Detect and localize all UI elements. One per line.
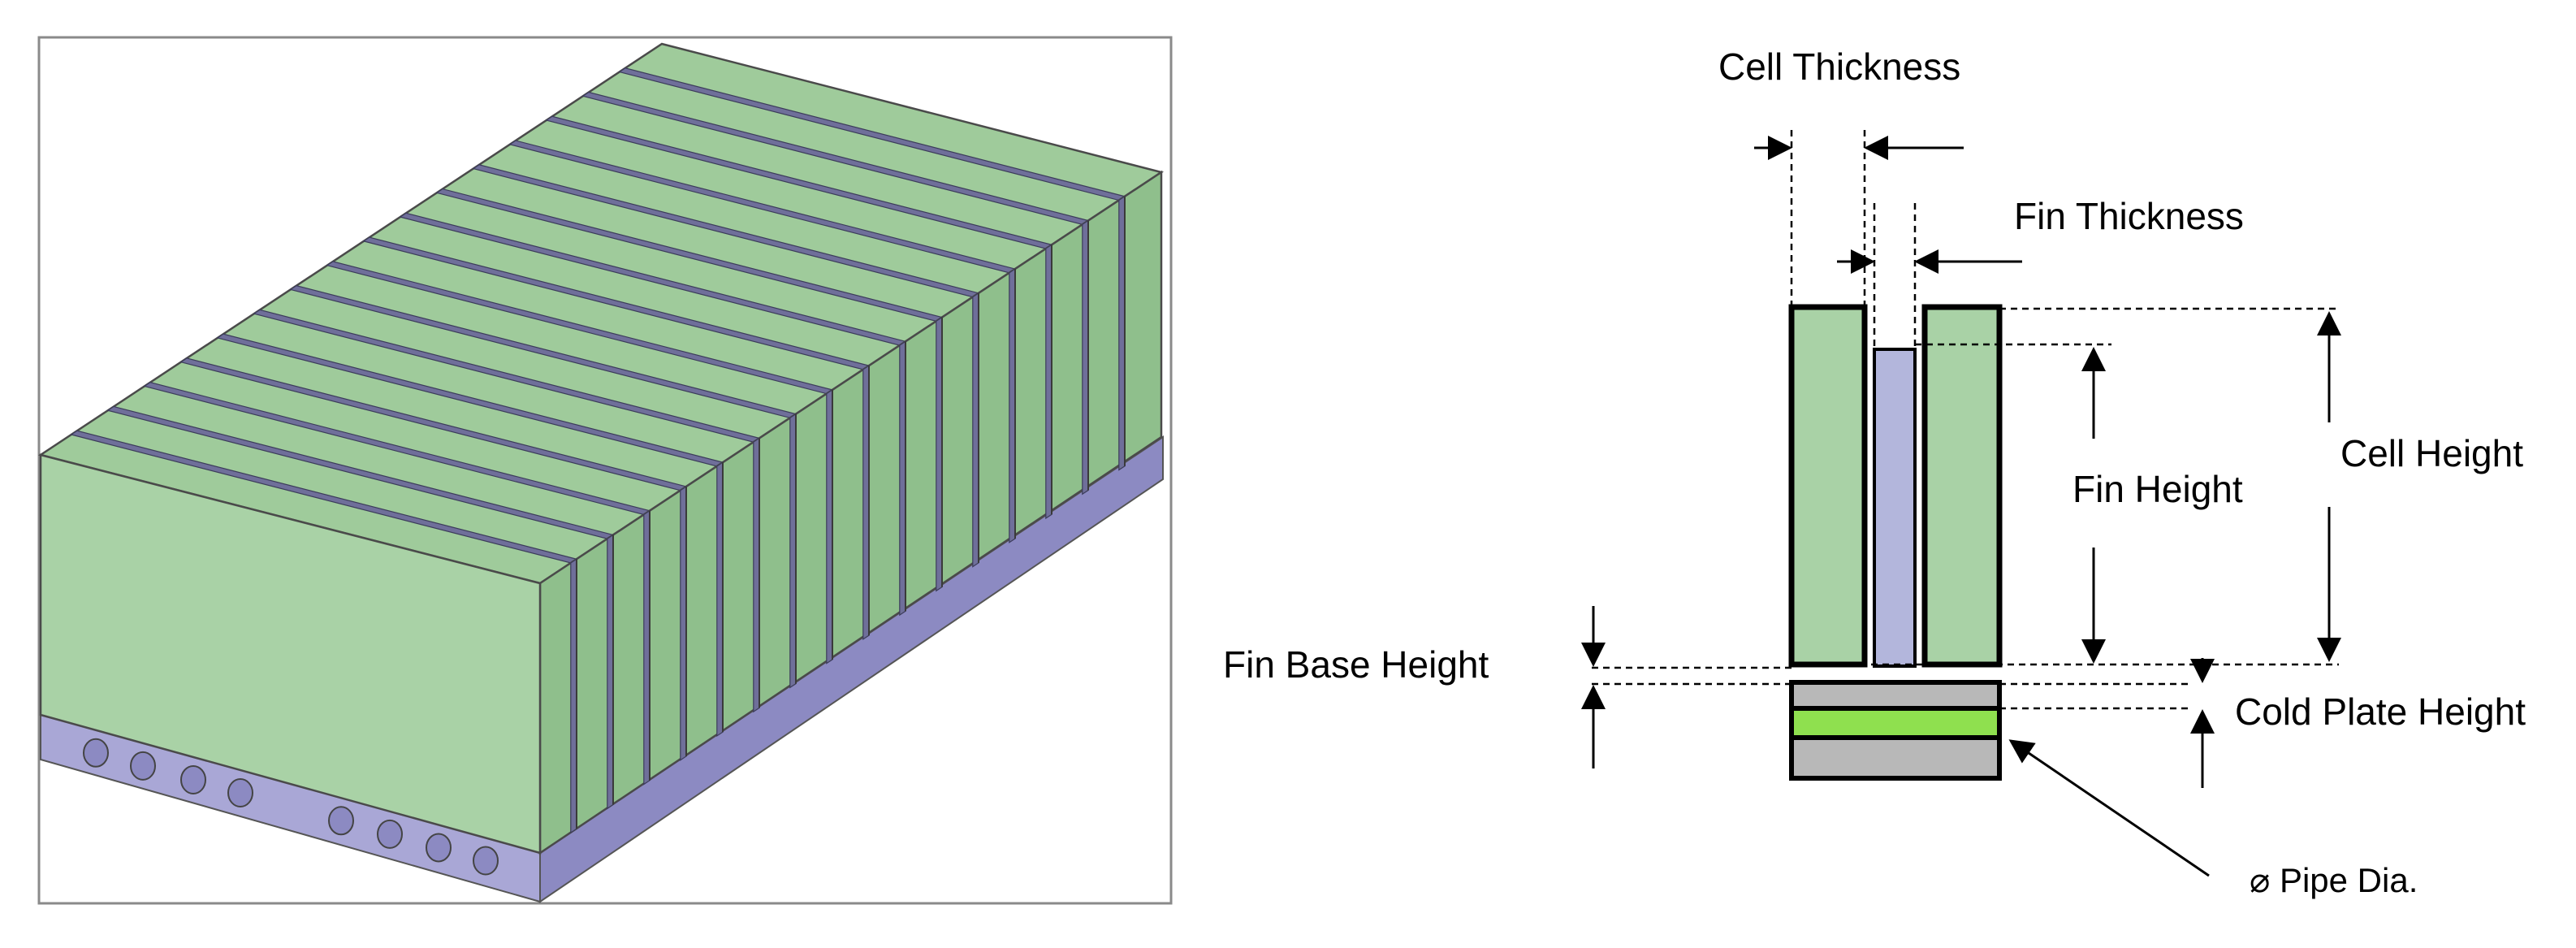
fin-side-groove: [1082, 219, 1089, 496]
pipe-hole: [180, 764, 206, 794]
fin-side-groove: [570, 558, 577, 834]
fin-side-groove: [972, 292, 979, 568]
fin-side-groove: [1009, 267, 1016, 543]
dimension-extension-lines: [1592, 130, 2339, 710]
fin-side-groove: [716, 461, 724, 738]
label-cell-height: Cell Height: [2340, 432, 2523, 474]
label-cell-thickness: Cell Thickness: [1718, 45, 1960, 88]
fin-side-groove: [899, 340, 906, 617]
label-fin-height: Fin Height: [2072, 468, 2243, 510]
pipe-hole: [227, 778, 253, 807]
label-pipe-dia: ⌀ Pipe Dia.: [2250, 861, 2418, 899]
fin-right: [1921, 304, 2003, 668]
label-fin-base-height: Fin Base Height: [1223, 643, 1489, 686]
pipe-hole: [328, 806, 354, 836]
fin-side-groove: [826, 388, 833, 664]
pipe-hole: [377, 819, 403, 849]
fin-side-groove: [753, 437, 760, 713]
dimension-arrows: [1581, 136, 2341, 877]
fin-side-faces: [538, 170, 1163, 855]
fin-side-groove: [1118, 195, 1126, 471]
cross-section-view: Cell Thickness Fin Thickness Fin Height …: [1223, 45, 2526, 899]
label-cold-plate-height: Cold Plate Height: [2235, 690, 2526, 733]
label-fin-thickness: Fin Thickness: [2014, 195, 2244, 237]
pipe: [1789, 706, 2002, 740]
fin-side-groove: [789, 413, 797, 689]
front-fin-face: [39, 453, 542, 855]
3d-heat-sink: [37, 42, 1165, 903]
fin-side-groove: [1045, 244, 1052, 520]
fin-top-surfaces: [37, 42, 1165, 585]
pipe-hole: [83, 738, 109, 768]
pipe-hole: [130, 751, 156, 781]
pipe-hole: [426, 833, 452, 863]
fin-side-groove: [607, 534, 614, 810]
fin-side-groove: [862, 365, 870, 640]
fin-center: [1873, 348, 1917, 668]
pipe-hole: [473, 846, 499, 876]
fin-side-groove: [680, 485, 687, 761]
fin-left: [1788, 304, 1868, 668]
fin-side-groove: [643, 509, 650, 786]
fin-side-groove: [936, 316, 943, 592]
pipe-holes: [83, 738, 499, 876]
